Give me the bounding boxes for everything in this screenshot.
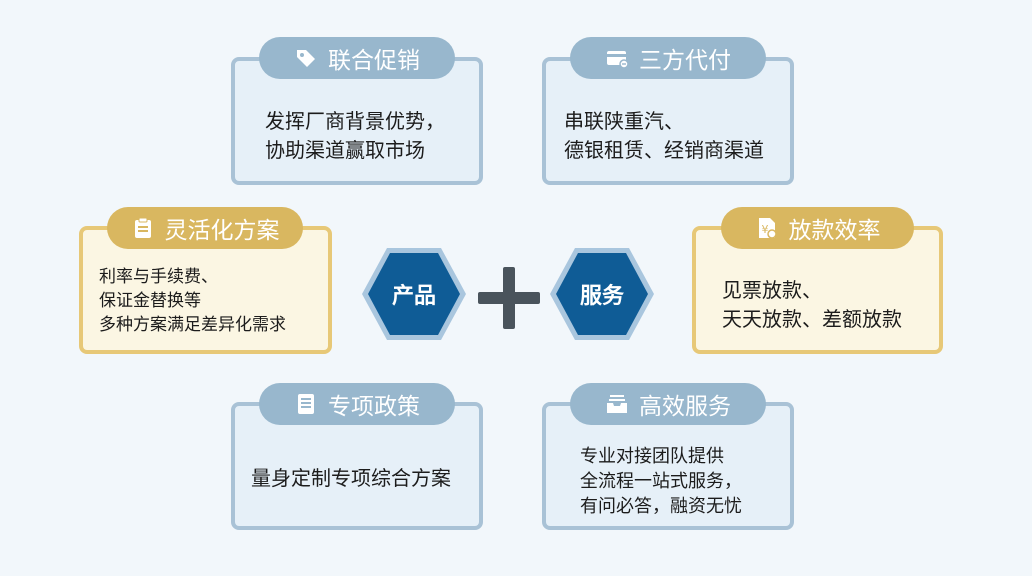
card-icon <box>605 46 629 70</box>
special-policy-title: 专项政策 <box>259 383 455 425</box>
efficient-service-title: 高效服务 <box>570 383 766 425</box>
inbox-tray-icon <box>605 392 629 416</box>
svg-text:¥: ¥ <box>761 223 768 236</box>
loan-efficiency-title: ¥ 放款效率 <box>721 207 914 249</box>
service-hexagon: 服务 <box>548 246 656 342</box>
flexible-plan-line-3: 多种方案满足差异化需求 <box>99 314 286 335</box>
joint-promo-line-2: 协助渠道赢取市场 <box>265 138 425 162</box>
flexible-plan-text: 利率与手续费、 保证金替换等 多种方案满足差异化需求 <box>99 266 286 337</box>
tag-icon <box>294 46 318 70</box>
product-label: 产品 <box>391 284 436 309</box>
flexible-plan-title-text: 灵活化方案 <box>164 218 280 244</box>
loan-efficiency-line-2: 天天放款、差额放款 <box>722 307 902 331</box>
third-party-pay-line-1: 串联陕重汽、 <box>564 109 684 133</box>
third-party-pay-title-text: 三方代付 <box>639 48 731 74</box>
efficient-service-line-2: 全流程一站式服务， <box>580 471 742 493</box>
efficient-service-line-1: 专业对接团队提供 <box>580 446 724 467</box>
loan-efficiency-line-1: 见票放款、 <box>722 278 822 302</box>
joint-promo-line-1: 发挥厂商背景优势， <box>265 109 445 133</box>
document-list-icon <box>294 392 318 416</box>
special-policy-text: 量身定制专项综合方案 <box>251 464 451 493</box>
efficient-service-title-text: 高效服务 <box>639 394 731 420</box>
plus-icon <box>478 267 540 329</box>
clipboard-icon <box>131 216 155 240</box>
third-party-pay-line-2: 德银租赁、经销商渠道 <box>564 138 764 162</box>
joint-promo-title: 联合促销 <box>259 37 455 79</box>
flexible-plan-title: 灵活化方案 <box>107 207 303 249</box>
joint-promo-title-text: 联合促销 <box>328 48 420 74</box>
product-hexagon: 产品 <box>360 246 468 342</box>
loan-efficiency-text: 见票放款、 天天放款、差额放款 <box>722 276 902 334</box>
loan-efficiency-title-text: 放款效率 <box>788 218 881 244</box>
service-label: 服务 <box>579 284 624 309</box>
special-policy-title-text: 专项政策 <box>328 394 420 420</box>
special-policy-line-1: 量身定制专项综合方案 <box>251 466 451 490</box>
efficient-service-text: 专业对接团队提供 全流程一站式服务， 有问必答，融资无忧 <box>580 444 742 520</box>
flexible-plan-line-1: 利率与手续费、 <box>99 267 218 287</box>
efficient-service-line-3: 有问必答，融资无忧 <box>580 496 742 518</box>
money-document-icon: ¥ <box>755 216 779 240</box>
third-party-pay-text: 串联陕重汽、 德银租赁、经销商渠道 <box>564 107 764 165</box>
flexible-plan-line-2: 保证金替换等 <box>99 290 201 311</box>
third-party-pay-title: 三方代付 <box>570 37 766 79</box>
joint-promo-text: 发挥厂商背景优势， 协助渠道赢取市场 <box>265 107 445 165</box>
